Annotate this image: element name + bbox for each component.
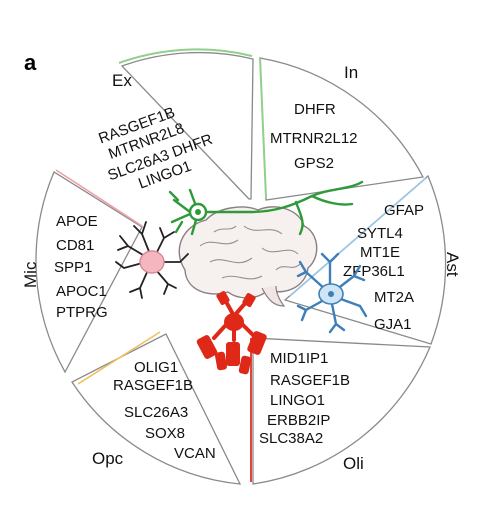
gene-ast-5: MT2A	[374, 289, 414, 306]
sector-title-oli: Oli	[343, 454, 364, 473]
oligodendrocyte-icon	[196, 291, 267, 375]
gene-oli-4: ERBB2IP	[267, 412, 330, 429]
gene-opc-3: SLC26A3	[124, 404, 188, 421]
gene-mic-1: APOE	[56, 213, 98, 230]
gene-opc-5: VCAN	[174, 445, 216, 462]
sector-in-accent	[259, 56, 267, 199]
sector-opc-accent	[77, 331, 161, 385]
gene-list-ast: GFAP SYTL4 MT1E ZFP36L1 MT2A GJA1	[343, 202, 424, 333]
gene-ast-3: MT1E	[360, 244, 400, 261]
sector-opc	[71, 333, 242, 485]
sector-title-mic: Mic	[21, 261, 40, 288]
sector-ex	[120, 51, 254, 200]
gene-oli-2: RASGEF1B	[270, 372, 350, 389]
gene-oli-1: MID1IP1	[270, 350, 328, 367]
gene-mic-3: SPP1	[54, 259, 92, 276]
sector-mic	[35, 171, 143, 374]
gene-list-opc: OLIG1 RASGEF1B SLC26A3 SOX8 VCAN	[113, 359, 216, 462]
gene-mic-2: CD81	[56, 237, 94, 254]
astrocyte-icon	[296, 252, 368, 334]
sector-in	[259, 57, 425, 201]
gene-mic-5: PTPRG	[56, 304, 108, 321]
gene-list-mic: APOE CD81 SPP1 APOC1 PTPRG	[54, 213, 108, 321]
gene-oli-3: LINGO1	[270, 392, 325, 409]
gene-opc-4: SOX8	[145, 425, 185, 442]
panel-label: a	[24, 50, 37, 75]
gene-in-3: GPS2	[294, 155, 334, 172]
gene-ast-2: SYTL4	[357, 225, 403, 242]
sector-ex-accent	[118, 48, 253, 64]
gene-mic-4: APOC1	[56, 283, 107, 300]
gene-ast-1: GFAP	[384, 202, 424, 219]
gene-in-1: DHFR	[294, 101, 336, 118]
neuron-icon	[168, 180, 364, 236]
sector-title-ast: Ast	[443, 252, 462, 277]
sector-title-in: In	[344, 63, 358, 82]
gene-ast-6: GJA1	[374, 316, 412, 333]
gene-in-2: MTRNR2L12	[270, 130, 358, 147]
gene-opc-1: OLIG1	[134, 359, 178, 376]
sector-title-ex: Ex	[112, 71, 132, 90]
gene-oli-5: SLC38A2	[259, 430, 323, 447]
gene-opc-2: RASGEF1B	[113, 377, 193, 394]
sector-ast-accent	[289, 177, 427, 297]
brain-icon	[178, 206, 318, 307]
gene-list-in: DHFR MTRNR2L12 GPS2	[270, 101, 358, 172]
sector-oli	[252, 337, 431, 485]
microglia-icon	[115, 221, 189, 299]
sector-mic-accent	[55, 169, 143, 227]
gene-list-oli: MID1IP1 RASGEF1B LINGO1 ERBB2IP SLC38A2	[259, 350, 350, 447]
sector-title-opc: Opc	[92, 449, 124, 468]
